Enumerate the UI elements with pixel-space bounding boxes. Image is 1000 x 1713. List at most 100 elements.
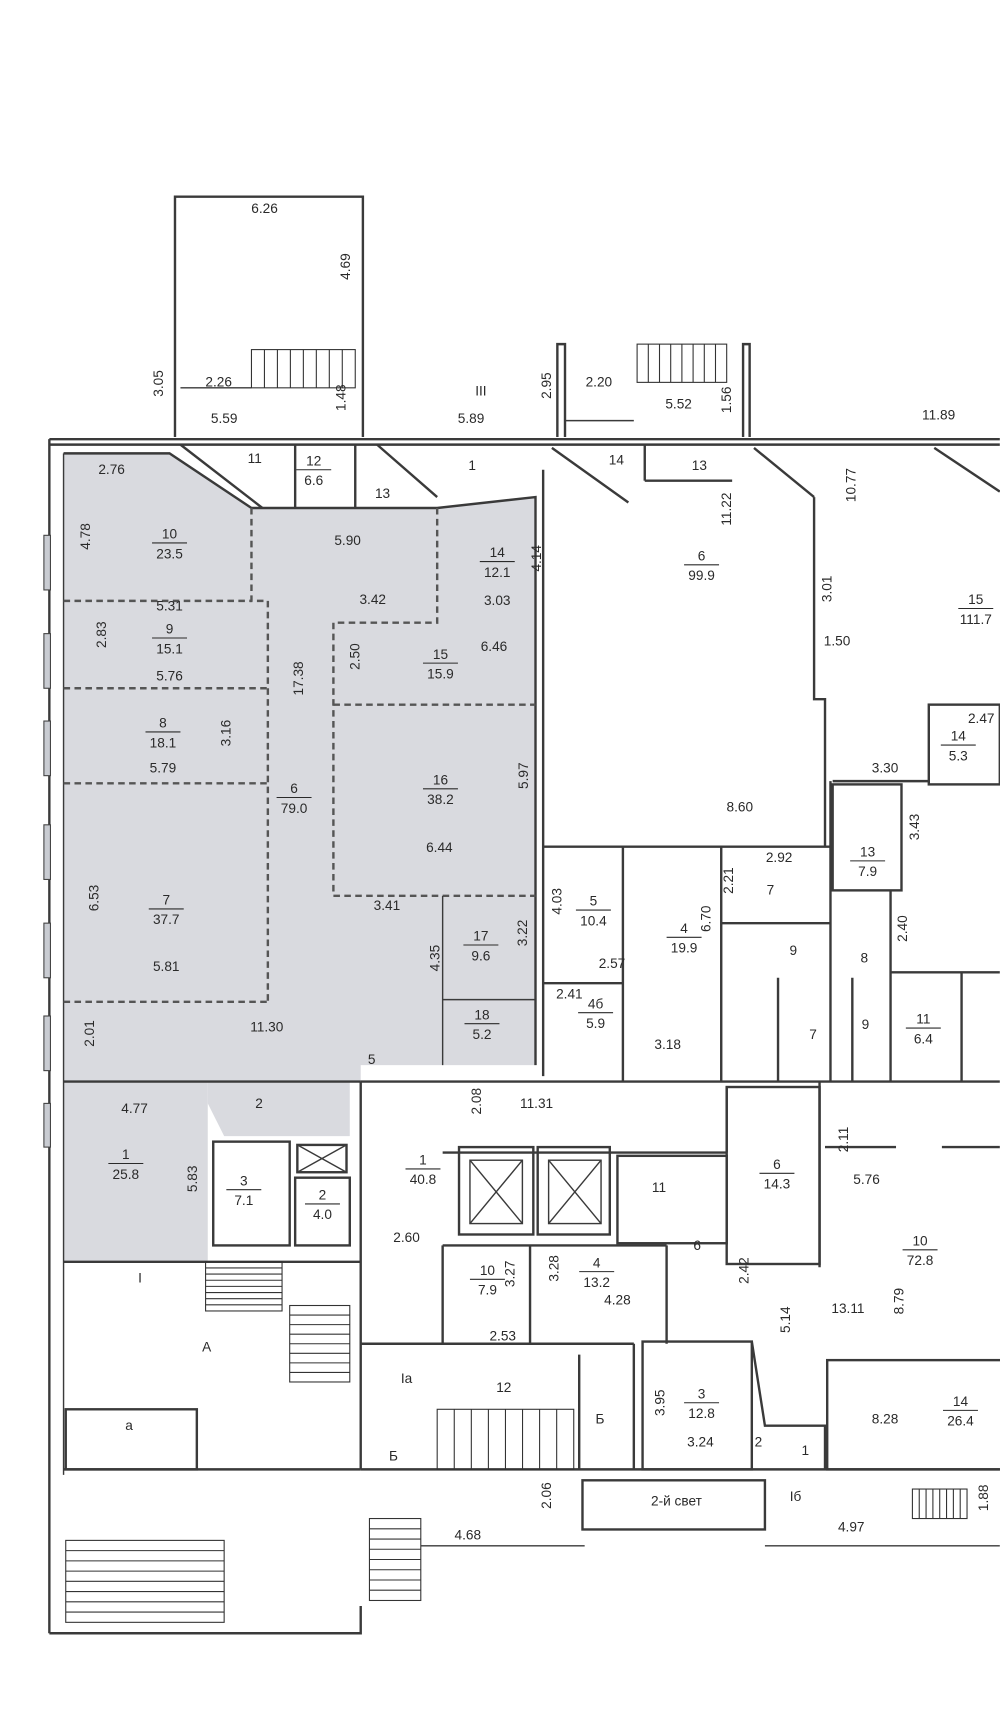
room-area: 15.1 — [156, 641, 183, 656]
room-id-label: Б — [389, 1449, 398, 1464]
dimension-label: 1.48 — [333, 384, 348, 411]
dimension-label: 2.20 — [586, 375, 613, 390]
room-number: 4б — [588, 996, 604, 1011]
dimension-label: 3.16 — [219, 720, 234, 747]
room-number: 12 — [306, 453, 321, 468]
room-number: 16 — [433, 772, 448, 787]
dimension-label: 4.68 — [454, 1527, 481, 1542]
room-id-label: 6 — [693, 1238, 701, 1253]
room-area: 40.8 — [410, 1172, 437, 1187]
room-number: 13 — [860, 845, 875, 860]
room-number: 14 — [953, 1394, 969, 1409]
dimension-label: 5.90 — [334, 533, 361, 548]
dimension-label: 2.21 — [721, 867, 736, 894]
dimension-label: 4.35 — [427, 944, 442, 971]
room-area: 99.9 — [688, 568, 715, 583]
room-number: 15 — [433, 647, 449, 662]
dimension-label: 2.53 — [489, 1328, 516, 1343]
dimension-label: 5.76 — [853, 1172, 880, 1187]
dimension-label: 3.30 — [872, 760, 899, 775]
room-area: 72.8 — [907, 1253, 934, 1268]
room-number: 11 — [916, 1012, 930, 1027]
room-label: 179.6 — [463, 929, 499, 963]
dimension-label: 5.79 — [150, 760, 177, 775]
room-number: 4 — [593, 1255, 601, 1270]
dimension-label: 2.11 — [836, 1127, 851, 1153]
room-number: 6 — [698, 548, 706, 563]
room-area: 79.0 — [281, 801, 308, 816]
dimension-label: 4.97 — [838, 1520, 865, 1535]
room-id-label: 9 — [862, 1017, 870, 1032]
room-number: 8 — [159, 716, 167, 731]
room-id-label: 8 — [861, 950, 869, 965]
dimension-label: 2.41 — [556, 987, 583, 1002]
dimension-label: 3.27 — [503, 1261, 518, 1288]
room-area: 10.4 — [580, 913, 607, 928]
dimension-label: 4.14 — [529, 545, 544, 572]
room-number: 1 — [122, 1147, 130, 1162]
dimension-label: 2.83 — [94, 621, 109, 648]
room-id-label: a — [125, 1418, 133, 1433]
dimension-label: 3.24 — [687, 1434, 714, 1449]
room-label: 107.9 — [469, 1263, 505, 1298]
dimension-label: 1.56 — [719, 387, 734, 414]
room-label: 915.1 — [152, 622, 188, 656]
dimension-label: 1.50 — [824, 634, 851, 649]
dimension-label: 2.08 — [469, 1088, 484, 1115]
dimension-label: 3.95 — [652, 1389, 667, 1416]
dimension-label: 5.52 — [665, 397, 692, 412]
dimension-label: 6.70 — [698, 905, 713, 932]
dimension-label: 8.28 — [872, 1411, 899, 1426]
room-area: 9.6 — [471, 948, 490, 963]
dimension-label: 6.53 — [87, 885, 102, 912]
room-label: 312.8 — [684, 1386, 720, 1421]
room-number: 18 — [474, 1007, 489, 1022]
dimension-label: 2.57 — [599, 956, 626, 971]
room-label: 37.1 — [226, 1173, 262, 1208]
dimension-label: 2.95 — [539, 372, 554, 399]
dimension-label: 11.30 — [250, 1019, 284, 1034]
room-number: 9 — [166, 622, 174, 637]
room-area: 12.1 — [484, 565, 511, 580]
room-number: 14 — [490, 545, 506, 560]
room-label: 16 38.2 — [422, 772, 458, 807]
stair-icon — [289, 1304, 351, 1383]
dimension-label: 2.92 — [766, 850, 793, 865]
room-id-label: Б — [595, 1411, 604, 1426]
dimension-label: 2.50 — [348, 643, 363, 670]
room-id-label: 5 — [368, 1052, 376, 1067]
room-area: 111.7 — [960, 612, 992, 627]
room-area: 7.1 — [234, 1193, 253, 1208]
dimension-label: 1.88 — [976, 1485, 991, 1512]
dimension-label: 10.77 — [844, 468, 859, 502]
room-number: 1 — [419, 1153, 427, 1168]
stairs — [65, 343, 968, 1623]
stair-icon — [368, 1517, 422, 1602]
dimension-label: 6.44 — [426, 840, 453, 855]
room-area: 6.4 — [914, 1031, 933, 1046]
dimension-label: 6.46 — [481, 639, 508, 654]
room-id-label: 11 — [652, 1180, 666, 1195]
dimension-label: 5.83 — [185, 1165, 200, 1192]
dimension-label: 2.42 — [737, 1257, 752, 1284]
room-id-label: 2 — [255, 1096, 263, 1111]
dimension-label: 5.14 — [778, 1306, 793, 1333]
room-id-label: 14 — [609, 452, 625, 467]
room-id-label: Ia — [401, 1371, 413, 1386]
dimension-label: 2.06 — [539, 1482, 554, 1509]
room-area: 38.2 — [427, 792, 454, 807]
room-id-label: 9 — [790, 943, 798, 958]
dimension-label: 3.28 — [546, 1255, 561, 1282]
room-area: 5.3 — [949, 748, 968, 763]
room-area: 15.9 — [427, 666, 454, 681]
dimension-label: 4.77 — [121, 1101, 148, 1116]
room-area: 19.9 — [671, 941, 698, 956]
room-label: 699.9 — [684, 548, 720, 583]
room-number: 3 — [698, 1386, 706, 1401]
room-label: 679.0 — [276, 781, 312, 816]
dimension-label: 6.26 — [251, 201, 278, 216]
dimension-label: 4.28 — [604, 1292, 631, 1307]
